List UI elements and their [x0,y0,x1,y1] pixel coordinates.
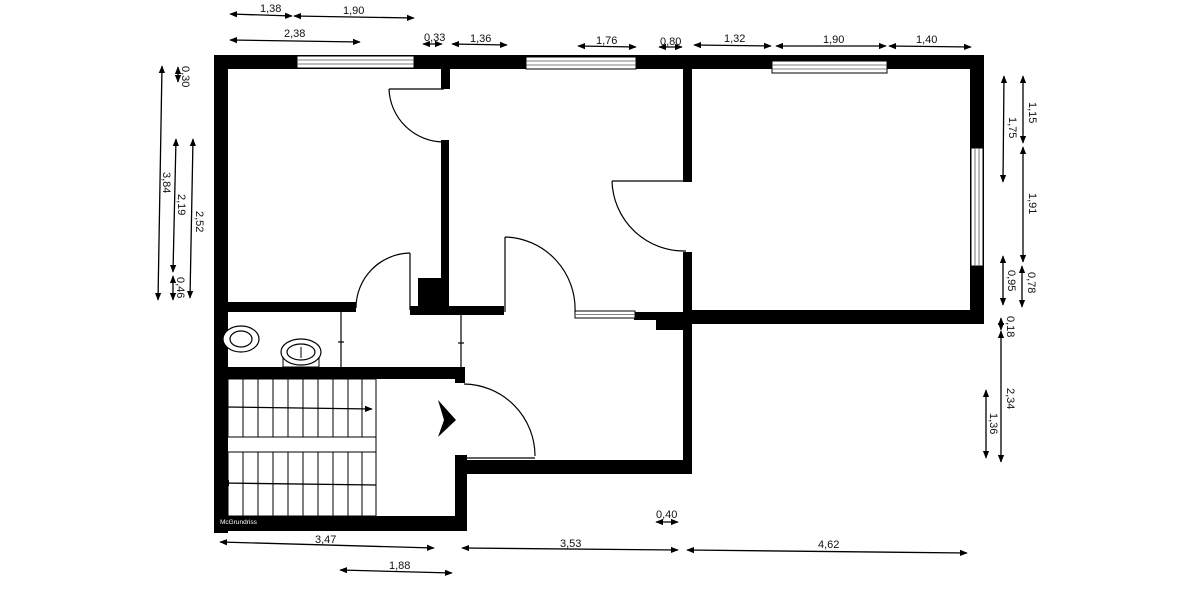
dim-left-5: 0,46 [174,277,186,298]
wall-mid-left [441,140,449,310]
wall-hall-bottom [460,460,692,474]
window-left-room [296,55,415,69]
dim-right-4: 0,95 [1005,270,1017,291]
wall-bath-bottom [214,367,464,379]
staircase [221,378,377,517]
window-hall [574,310,636,319]
entrance-arrow-icon [438,400,456,437]
wall-mid-left-top [441,67,450,89]
dim-bottom-5: 1,88 [389,560,410,572]
dim-left-4: 2,52 [193,211,205,232]
wall-bath-corner [455,367,465,383]
dim-top-4: 0,33 [424,32,445,44]
dim-top-3: 2,38 [284,28,305,40]
dim-left-1: 0,30 [179,66,191,87]
dimensions-right: 1,15 1,75 1,91 0,95 0,78 0,18 2,34 1,36 [982,75,1038,463]
door-left-room[interactable] [388,88,445,143]
dim-left-2: 3,84 [160,172,172,193]
door-right-room[interactable] [611,180,687,252]
dim-top-6: 1,76 [596,35,617,47]
window-middle-room [525,56,637,70]
wall-junction [656,312,690,330]
dim-right-1: 1,15 [1026,102,1038,123]
dim-right-3: 1,91 [1026,193,1038,214]
dimensions-top: 1,38 1,90 2,38 0,33 1,36 1,76 0,80 1,32 … [229,3,972,51]
dim-bottom-1: 3,47 [315,534,336,546]
dim-right-2: 1,75 [1006,117,1018,138]
stair-down-arrow-icon [221,479,377,487]
bathroom-sliding-door[interactable] [338,312,344,368]
wall-left-room-bottom [214,302,356,312]
dim-top-5: 1,36 [470,33,491,45]
doors [355,88,687,459]
wall-left [214,55,228,533]
wall-right-room-bottom [684,310,984,324]
dim-bottom-4: 4,62 [818,539,839,551]
bathroom [222,312,464,368]
door-middle-room[interactable] [504,236,576,313]
sink-icon [280,338,322,368]
dim-right-7: 2,34 [1004,388,1016,409]
dim-top-2: 1,90 [343,5,364,17]
window-right-room-top [771,60,888,74]
dimensions-bottom: 3,47 3,53 0,40 4,62 1,88 [219,509,968,576]
toilet-icon [222,325,260,353]
dim-bottom-2: 3,53 [560,538,581,550]
wall-mid-room-bottom-right [634,312,664,320]
door-stair-room[interactable] [463,383,536,459]
walls [214,55,984,533]
window-right-room-side [970,147,984,267]
dim-top-9: 1,90 [823,34,844,46]
wall-bottom [214,516,467,531]
wall-mid-room-bottom [410,306,504,315]
door-left-room-bottom[interactable] [355,252,411,310]
dim-right-8: 1,36 [987,413,999,434]
dim-right-6: 0,18 [1004,316,1016,337]
hall-sliding-door[interactable] [458,315,464,368]
dim-top-8: 1,32 [724,33,745,45]
dimensions-left: 0,30 3,84 2,19 2,52 0,46 [155,65,205,301]
wall-mid-right-upper [683,67,692,182]
wall-mid-right-lower [683,252,692,474]
dim-top-10: 1,40 [916,34,937,46]
windows [296,55,984,319]
dim-right-5: 0,78 [1025,272,1037,293]
dim-top-7: 0,80 [660,36,681,48]
dim-bottom-3: 0,40 [656,509,677,521]
dim-left-3: 2,19 [175,194,187,215]
stair-up-arrow-icon [227,405,373,413]
dim-top-1: 1,38 [260,3,281,15]
watermark: McGrundriss [220,519,258,526]
